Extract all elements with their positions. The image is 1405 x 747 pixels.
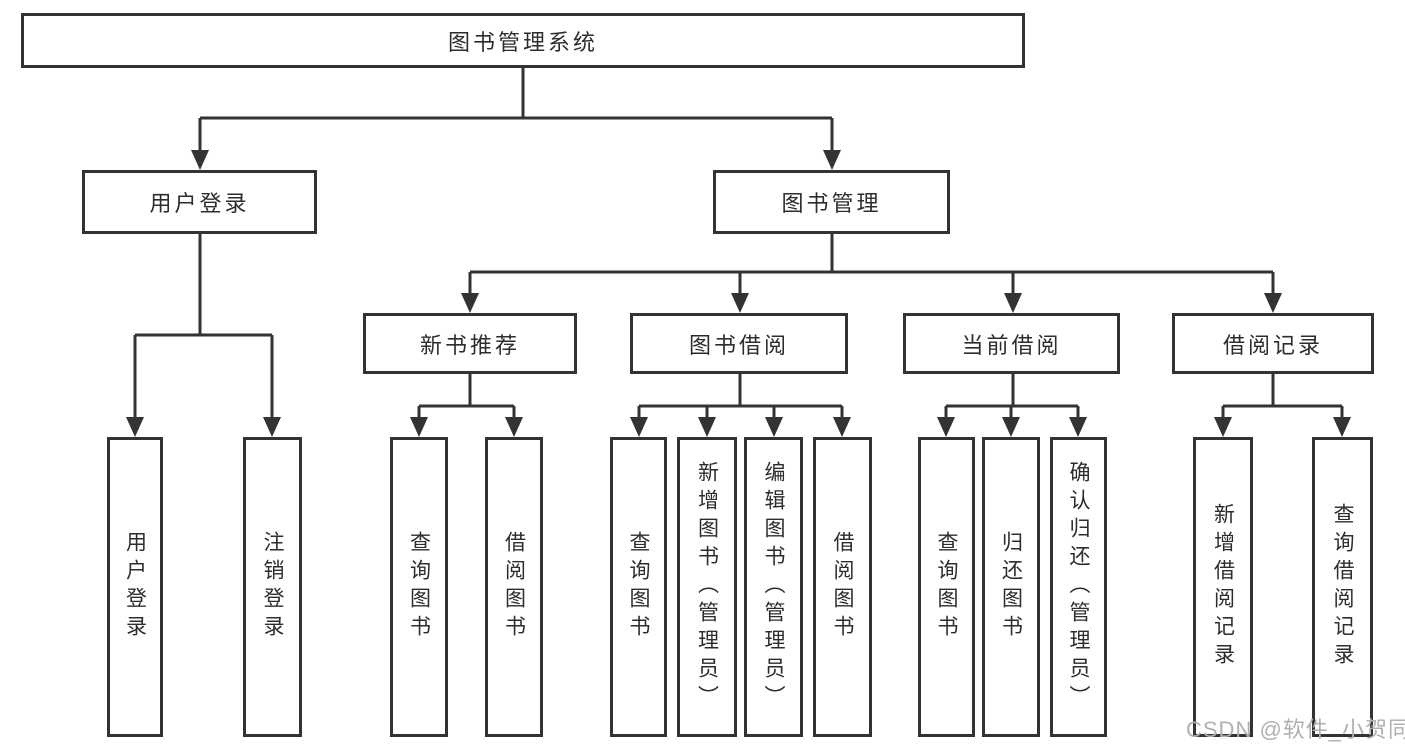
leaf-add-borrow-record: 新增借阅记录 xyxy=(1193,437,1253,737)
leaf-recommend-borrow-books-label: 借阅图书 xyxy=(502,531,526,643)
leaf-confirm-return-admin-label: 确认归还（管理员） xyxy=(1067,461,1090,713)
leaf-add-books-admin: 新增图书（管理员） xyxy=(677,437,737,737)
leaf-confirm-return-admin: 确认归还（管理员） xyxy=(1050,437,1107,737)
node-library-system: 图书管理系统 xyxy=(21,13,1025,68)
leaf-query-borrow-record: 查询借阅记录 xyxy=(1312,437,1373,737)
node-user-login-label: 用户登录 xyxy=(149,191,250,216)
node-user-login: 用户登录 xyxy=(82,170,317,234)
leaf-add-borrow-record-label: 新增借阅记录 xyxy=(1211,503,1235,671)
leaf-recommend-query-books-label: 查询图书 xyxy=(407,531,431,643)
leaf-user-login-label: 用户登录 xyxy=(123,531,147,643)
leaf-edit-books-admin: 编辑图书（管理员） xyxy=(744,437,803,737)
node-book-borrowing-label: 图书借阅 xyxy=(688,332,789,358)
leaf-user-login: 用户登录 xyxy=(107,437,163,737)
leaf-add-books-admin-label: 新增图书（管理员） xyxy=(695,461,719,713)
leaf-borrowing-query-books-label: 查询图书 xyxy=(627,531,650,643)
leaf-current-query-books-label: 查询图书 xyxy=(935,531,958,643)
leaf-borrowing-query-books: 查询图书 xyxy=(610,437,667,737)
node-borrow-records-label: 借阅记录 xyxy=(1222,332,1323,358)
leaf-return-books-label: 归还图书 xyxy=(999,531,1023,643)
node-book-management: 图书管理 xyxy=(713,170,950,234)
node-current-borrowing-label: 当前借阅 xyxy=(961,332,1062,358)
csdn-watermark: CSDN @软件_小贺同学 xyxy=(1186,717,1405,742)
node-new-book-recommend-label: 新书推荐 xyxy=(419,332,520,358)
leaf-recommend-borrow-books: 借阅图书 xyxy=(485,437,543,737)
leaf-current-query-books: 查询图书 xyxy=(918,437,975,737)
leaf-logout-login: 注销登录 xyxy=(243,437,302,737)
leaf-borrowing-borrow-books-label: 借阅图书 xyxy=(831,531,854,643)
node-book-borrowing: 图书借阅 xyxy=(630,313,848,374)
leaf-edit-books-admin-label: 编辑图书（管理员） xyxy=(762,461,785,713)
leaf-query-borrow-record-label: 查询借阅记录 xyxy=(1331,503,1354,671)
node-library-system-label: 图书管理系统 xyxy=(447,29,598,55)
leaf-logout-login-label: 注销登录 xyxy=(261,531,284,643)
leaf-recommend-query-books: 查询图书 xyxy=(390,437,448,737)
node-borrow-records: 借阅记录 xyxy=(1172,313,1374,374)
leaf-borrowing-borrow-books: 借阅图书 xyxy=(813,437,872,737)
node-book-management-label: 图书管理 xyxy=(781,191,882,216)
node-current-borrowing: 当前借阅 xyxy=(903,313,1120,374)
node-new-book-recommend: 新书推荐 xyxy=(363,313,577,374)
leaf-return-books: 归还图书 xyxy=(982,437,1040,737)
